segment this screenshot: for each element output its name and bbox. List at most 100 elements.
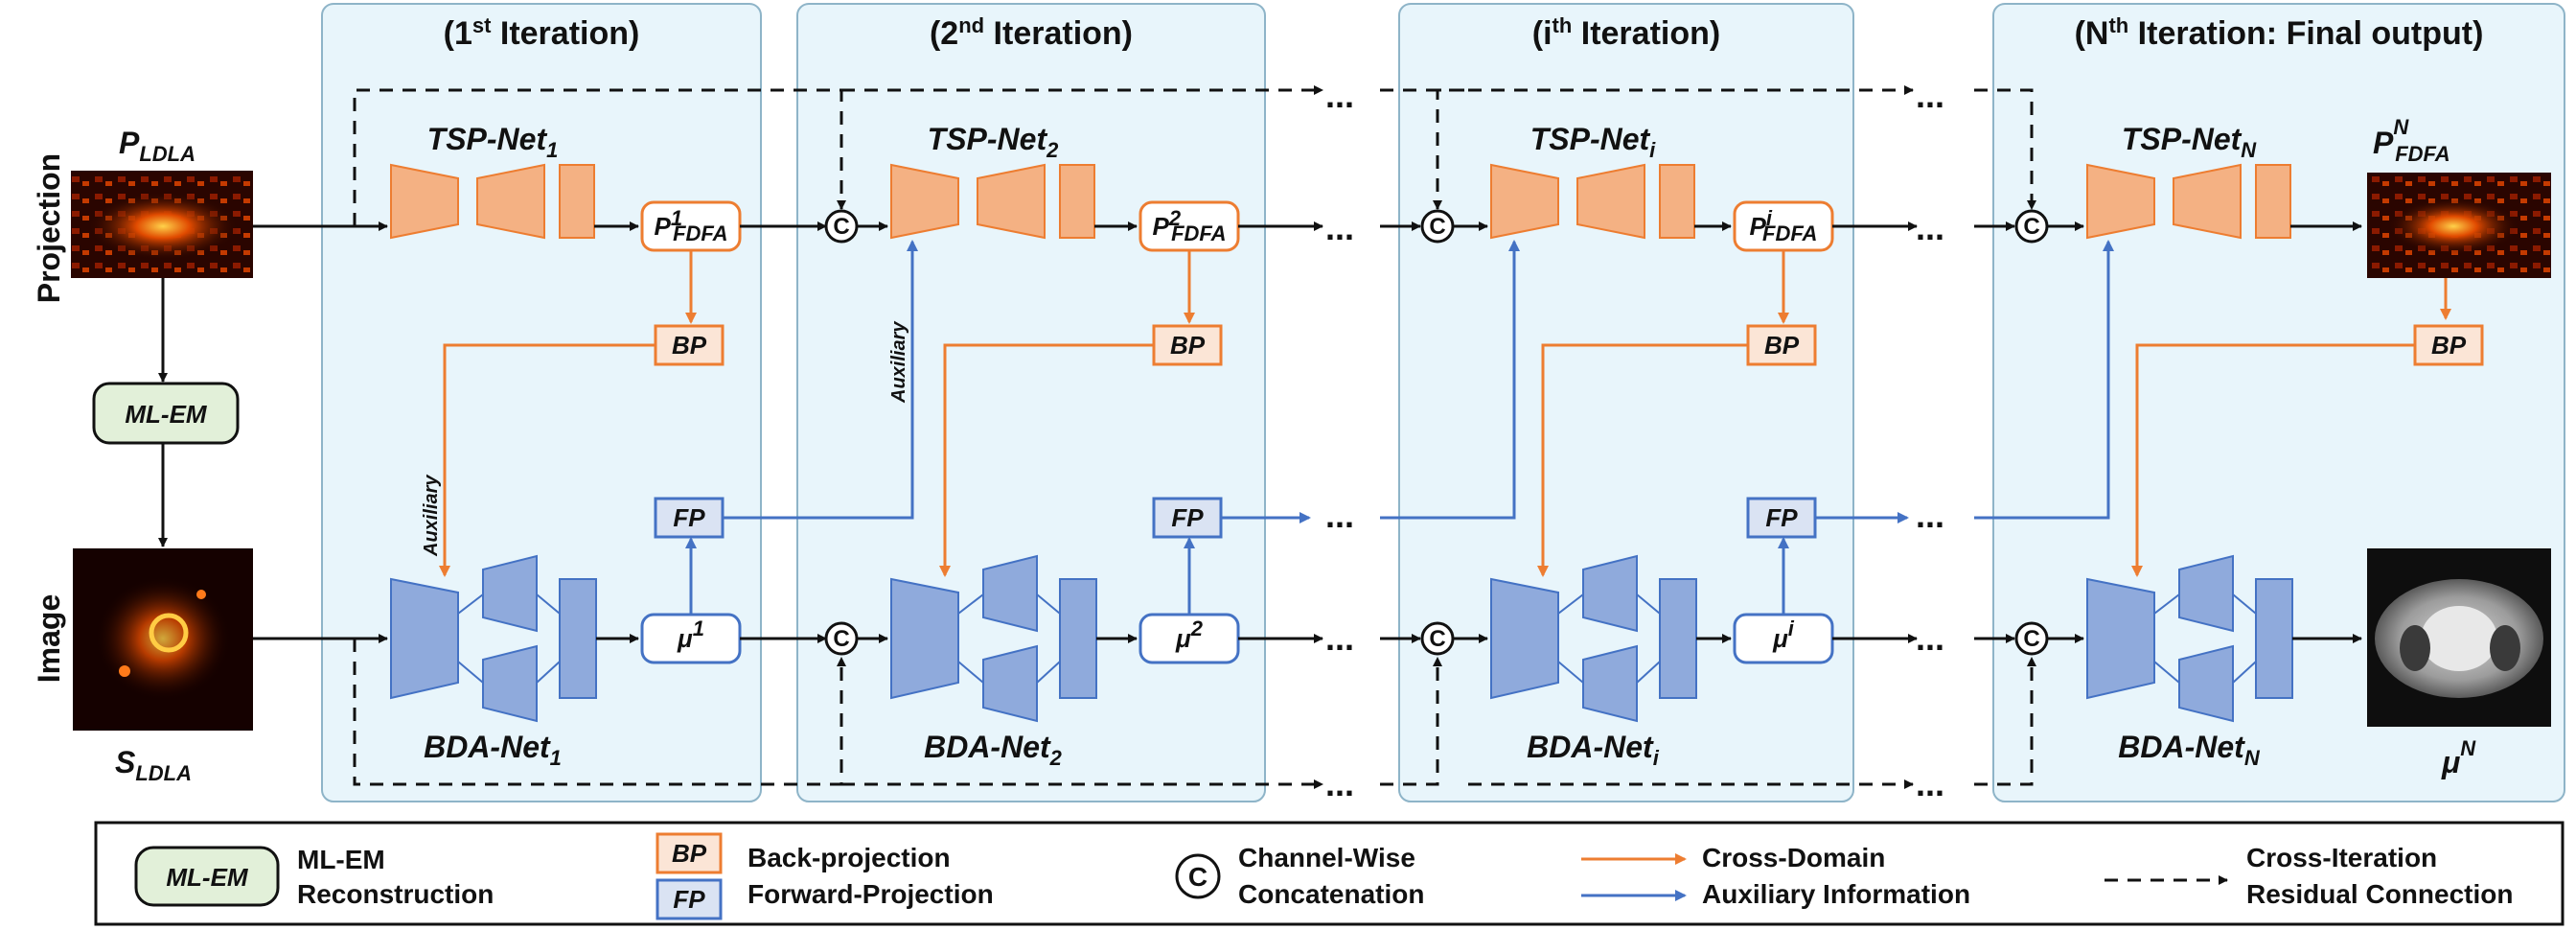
auxiliary-label-1: Auxiliary: [421, 475, 442, 557]
legend-bp-label: Back-projection: [748, 843, 951, 872]
fp-box-i: [1746, 497, 1817, 539]
mlem-box: [92, 382, 240, 445]
residual-top-n: [1974, 88, 2036, 210]
tsp-net-label-N: TSP-NetN: [2122, 122, 2257, 162]
residual-bottom-n: [1974, 657, 2036, 786]
residual-top-i: [1380, 88, 1468, 210]
bp-box-N: [2413, 324, 2484, 366]
ellipsis-fp-right: ...: [1916, 496, 1944, 535]
legend-concat-label-2: Concatenation: [1238, 879, 1424, 909]
ellipsis-bottom-left: ...: [1325, 764, 1354, 803]
bda-net-1: [390, 554, 597, 723]
bda-net-label-N: BDA-NetN: [2118, 730, 2261, 770]
legend-mlem-swatch: [134, 846, 280, 907]
legend-fp-label: Forward-Projection: [748, 879, 994, 909]
residual-bottom-i: [1380, 657, 1442, 786]
concat-proj-i-label: C: [1429, 214, 1445, 240]
arrow-fp1-to-tsp2: [723, 240, 918, 520]
legend-mlem-swatch-label: ML-EM: [166, 863, 249, 892]
ellipsis-img-left: ...: [1325, 618, 1354, 658]
tsp-net-1: [390, 163, 595, 240]
legend-bp-swatch-label: BP: [672, 839, 707, 868]
mu-box-i-label: μi: [1772, 616, 1795, 653]
mu-box-2-label: μ2: [1175, 616, 1204, 653]
legend-mlem-label-2: Reconstruction: [297, 879, 494, 909]
concat-img-i-label: C: [1429, 626, 1445, 652]
arrow-bp1-to-bda1: [439, 343, 656, 577]
input-image-ldla: [73, 548, 253, 731]
output-label-mu: μN: [2441, 736, 2476, 779]
arrow-bpn-to-bdan: [2131, 343, 2415, 577]
legend-aux-info-label: Auxiliary Information: [1702, 879, 1970, 909]
bda-net-label-1: BDA-Net1: [424, 730, 562, 770]
output-sinogram-image: [2367, 173, 2551, 278]
fp-box-2-label: FP: [1171, 503, 1204, 532]
legend-residual-label-1: Cross-Iteration: [2246, 843, 2437, 872]
legend-fp-swatch: [656, 878, 723, 920]
bp-box-1: [654, 324, 724, 366]
bp-box-2-label: BP: [1170, 331, 1206, 360]
bda-net-i: [1490, 554, 1697, 723]
legend-cross-domain-label: Cross-Domain: [1702, 843, 1885, 872]
ellipsis-top-left: ...: [1325, 76, 1354, 115]
legend-residual-label-2: Residual Connection: [2246, 879, 2513, 909]
iteration-n-title: (Nth Iteration: Final output): [2075, 13, 2484, 52]
bp-box-N-label: BP: [2431, 331, 2467, 360]
ellipsis-fp-left: ...: [1325, 496, 1354, 535]
tsp-net-label-i: TSP-Neti: [1530, 122, 1656, 162]
concat-img-2-label: C: [833, 626, 849, 652]
bda-net-N: [2086, 554, 2293, 723]
mu-box-1-label: μ1: [677, 616, 704, 653]
fp-box-1-label: FP: [673, 503, 705, 532]
legend-mlem-label-1: ML-EM: [297, 845, 385, 874]
mlem-label: ML-EM: [125, 400, 208, 429]
iteration-i-title: (ith Iteration): [1532, 13, 1720, 52]
fp-box-1: [654, 497, 724, 539]
row-label-image: Image: [32, 594, 66, 683]
arrow-bpi-to-bdai: [1537, 343, 1748, 577]
bda-net-2: [890, 554, 1097, 723]
iteration-2-title: (2nd Iteration): [930, 13, 1133, 52]
bp-box-i-label: BP: [1764, 331, 1800, 360]
bda-net-label-i: BDA-Neti: [1527, 730, 1660, 770]
legend-fp-swatch-label: FP: [673, 885, 705, 914]
concat-proj-N-label: C: [2023, 214, 2039, 240]
ellipsis-proj-left: ...: [1325, 208, 1354, 247]
arrow-fp-prev-to-tspi: [1380, 240, 1520, 520]
concat-proj-2-label: C: [833, 214, 849, 240]
legend-concat-symbol-label: C: [1188, 862, 1208, 892]
legend-frame: [94, 821, 2564, 926]
input-label-p-ldla: PLDLA: [119, 126, 196, 166]
arrow-bp2-to-bda2: [939, 343, 1154, 577]
tsp-net-label-2: TSP-Net2: [928, 122, 1059, 162]
ellipsis-proj-right: ...: [1916, 208, 1944, 247]
ellipsis-top-right: ...: [1916, 76, 1944, 115]
concat-img-N-label: C: [2023, 626, 2039, 652]
input-label-s-ldla: SLDLA: [115, 745, 192, 785]
legend-bp-swatch: [656, 832, 723, 874]
bda-net-label-2: BDA-Net2: [924, 730, 1063, 770]
tsp-net-2: [890, 163, 1095, 240]
bp-box-1-label: BP: [672, 331, 707, 360]
legend: ML-EM ML-EM Reconstruction BP FP Back-pr…: [94, 821, 2564, 926]
legend-concat-symbol: [1175, 853, 1221, 899]
auxiliary-label-2: Auxiliary: [888, 321, 909, 404]
input-sinogram-image: [71, 171, 253, 278]
output-ct-image: [2367, 548, 2551, 727]
tsp-net-i: [1490, 163, 1695, 240]
iteration-1-title: (1st Iteration): [444, 13, 640, 52]
legend-concat-label-1: Channel-Wise: [1238, 843, 1415, 872]
ellipsis-bottom-right: ...: [1916, 764, 1944, 803]
arrow-fp-prev-to-tspn: [1974, 240, 2114, 520]
residual-bottom-1: [353, 639, 846, 786]
tsp-net-label-1: TSP-Net1: [427, 122, 559, 162]
residual-top-1: [353, 88, 846, 226]
tsp-net-N: [2086, 163, 2291, 240]
row-label-projection: Projection: [32, 153, 66, 303]
ellipsis-img-right: ...: [1916, 618, 1944, 658]
